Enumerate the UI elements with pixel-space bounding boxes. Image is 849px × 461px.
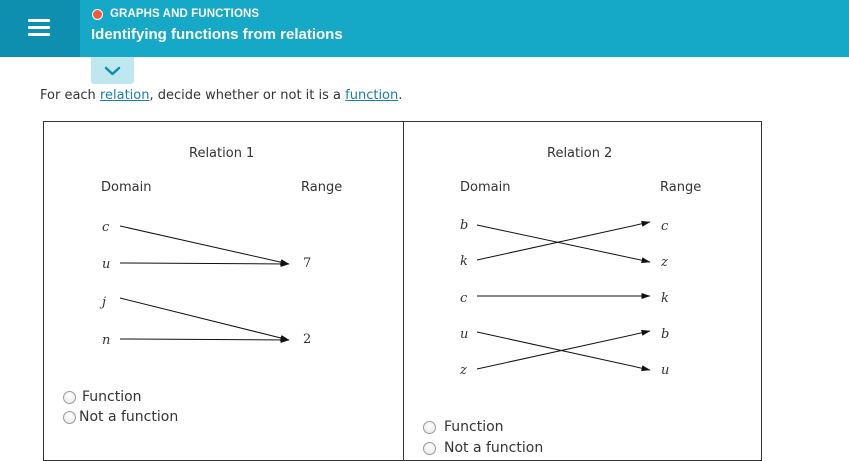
mapping-arrow: [119, 297, 290, 341]
domain-element: j: [102, 295, 107, 310]
instruction-text: For each relation, decide whether or not…: [40, 88, 402, 103]
mapping-arrow: [119, 336, 290, 343]
mapping-arrow: [119, 225, 290, 266]
hamburger-icon-bar: [28, 26, 50, 29]
range-element: b: [661, 327, 670, 342]
range-header: Range: [301, 180, 343, 195]
relation-2-arrows: [476, 220, 651, 372]
topic-label: GRAPHS AND FUNCTIONS: [92, 8, 259, 20]
radio-button[interactable]: [423, 441, 436, 455]
mapping-arrow: [476, 224, 651, 264]
mapping-arrow: [476, 220, 651, 261]
function-link[interactable]: function: [345, 88, 399, 103]
relation-1-option-function[interactable]: Function: [63, 389, 142, 405]
radio-button[interactable]: [63, 410, 76, 424]
topic-text: GRAPHS AND FUNCTIONS: [110, 8, 260, 20]
range-element: 7: [303, 256, 312, 271]
radio-button[interactable]: [423, 420, 436, 434]
domain-element: z: [460, 363, 467, 378]
domain-element: u: [460, 327, 469, 342]
top-header: GRAPHS AND FUNCTIONS Identifying functio…: [0, 0, 849, 57]
option-label: Not a function: [79, 409, 179, 425]
relation-2-title: Relation 2: [547, 146, 613, 161]
range-element: z: [661, 255, 668, 270]
mapping-arrow: [476, 331, 651, 372]
expand-toggle-button[interactable]: [91, 57, 134, 84]
chevron-down-icon: [104, 66, 121, 76]
relation-2-panel: Relation 2 Domain Range b k c u z c z k …: [403, 121, 762, 461]
range-element: k: [661, 291, 669, 306]
relation-1-title: Relation 1: [189, 146, 255, 161]
status-dot-icon: [92, 8, 103, 20]
range-element: c: [661, 219, 669, 234]
relation-link[interactable]: relation: [99, 88, 150, 103]
hamburger-icon: [28, 19, 50, 22]
range-header: Range: [660, 180, 702, 195]
prompt-text: For each: [40, 88, 100, 103]
page-title: Identifying functions from relations: [91, 26, 343, 43]
option-label: Function: [82, 389, 142, 405]
option-label: Function: [444, 419, 504, 435]
hamburger-icon-bar: [28, 33, 50, 36]
option-label: Not a function: [444, 440, 544, 456]
relation-1-arrows: [119, 225, 290, 343]
menu-button[interactable]: [0, 0, 80, 57]
domain-element: n: [102, 333, 111, 348]
prompt-text: , decide whether or not it is a: [149, 88, 346, 103]
radio-button[interactable]: [63, 390, 76, 404]
relation-2-option-function[interactable]: Function: [423, 419, 504, 435]
domain-element: c: [460, 291, 468, 306]
domain-element: k: [460, 254, 468, 269]
relation-1-option-not-function[interactable]: Not a function: [63, 409, 178, 425]
range-element: 2: [303, 332, 312, 347]
range-element: u: [661, 363, 670, 378]
mapping-arrow: [119, 260, 290, 267]
domain-element: u: [102, 257, 111, 272]
relation-2-option-not-function[interactable]: Not a function: [423, 440, 543, 456]
domain-element: b: [460, 218, 469, 233]
domain-header: Domain: [460, 180, 511, 195]
prompt-text: .: [398, 88, 403, 103]
mapping-arrow: [476, 329, 651, 370]
relation-1-panel: Relation 1 Domain Range c u j n 7 2 Func…: [43, 121, 404, 461]
domain-header: Domain: [101, 180, 152, 195]
domain-element: c: [102, 220, 110, 235]
